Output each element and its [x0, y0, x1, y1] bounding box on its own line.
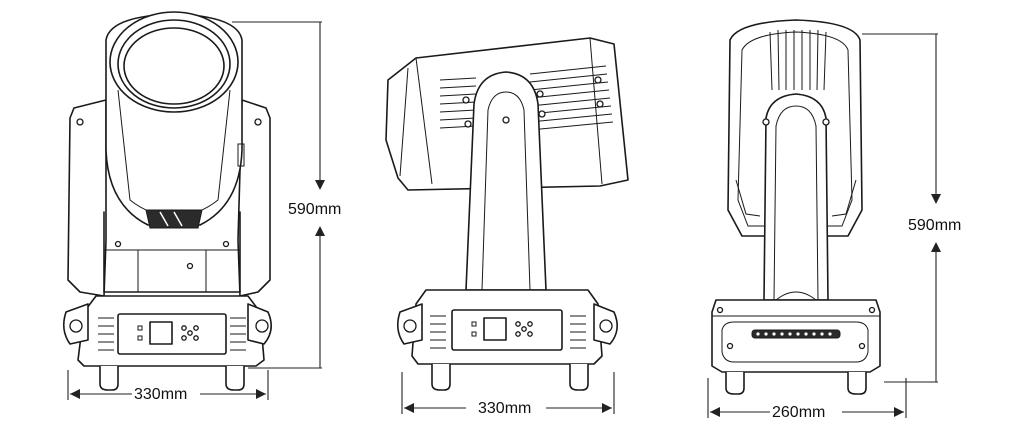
rear-width-label: 260mm — [772, 404, 825, 421]
rear-right-foot — [847, 372, 867, 395]
front-width-label: 330mm — [134, 386, 187, 403]
side-view: 330mm — [385, 37, 629, 417]
side-cooling-fins — [439, 65, 614, 131]
rear-left-foot — [725, 372, 745, 395]
front-left-yoke-arm — [67, 99, 107, 297]
side-display — [483, 317, 507, 341]
front-left-foot — [99, 366, 119, 391]
front-yoke-base — [103, 211, 241, 293]
front-lens — [123, 27, 225, 105]
rear-height-label: 590mm — [908, 217, 961, 234]
rear-connector-row — [751, 329, 841, 339]
front-vent-grille — [145, 209, 203, 229]
front-right-foot — [225, 366, 245, 391]
front-display — [149, 321, 173, 345]
front-right-yoke-arm — [237, 99, 271, 297]
front-lens-outer-ring — [109, 11, 239, 113]
front-height-label: 590mm — [288, 201, 341, 218]
side-yoke-arm — [465, 71, 547, 291]
side-width-label: 330mm — [478, 400, 531, 417]
side-control-panel — [451, 309, 563, 351]
rear-top-grille — [769, 29, 827, 91]
rear-yoke-arm — [763, 93, 829, 301]
side-right-foot — [569, 364, 589, 391]
side-left-foot — [431, 364, 451, 391]
front-view: 590mm 330mm — [62, 11, 341, 403]
rear-view: 590mm 260mm — [707, 19, 961, 421]
